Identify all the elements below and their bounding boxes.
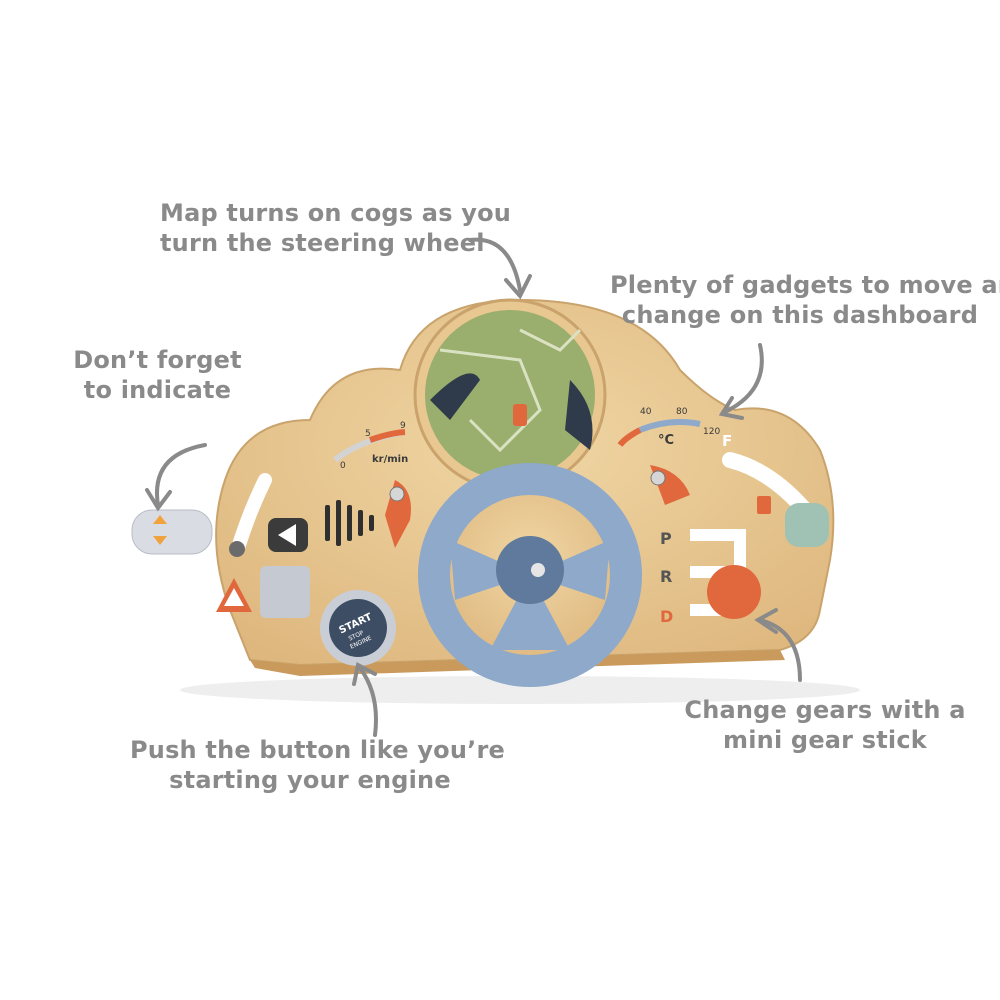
callout-gadgets: Plenty of gadgets to move and change on … — [610, 270, 1000, 330]
callout-indicate: Don’t forget to indicate — [70, 345, 245, 405]
lights-panel — [260, 566, 310, 618]
indicator-stalk — [131, 509, 213, 555]
callout-start-line2: starting your engine — [169, 766, 451, 794]
callout-gadgets-line1: Plenty of gadgets to move and — [610, 271, 1000, 299]
speed-tick-5: 5 — [365, 429, 371, 439]
callout-indicate-line1: Don’t forget — [73, 346, 242, 374]
speed-tick-9: 9 — [400, 421, 406, 431]
arrow-gadgets — [723, 343, 764, 414]
arrow-map — [468, 237, 522, 292]
arrow-indicate — [155, 443, 207, 507]
gear-d-label: D — [660, 607, 673, 626]
fuel-full-label: F — [722, 432, 732, 450]
callout-start: Push the button like you’re starting you… — [130, 735, 505, 795]
gear-r-label: R — [660, 567, 672, 586]
callout-gears-line1: Change gears with a — [684, 696, 966, 724]
speed-units: kr/min — [372, 454, 408, 465]
callout-gears: Change gears with a mini gear stick — [680, 695, 970, 755]
speed-tick-0: 0 — [340, 461, 346, 471]
gear-knob — [707, 565, 761, 619]
callout-gears-line2: mini gear stick — [723, 726, 927, 754]
temp-tick-120: 120 — [703, 427, 720, 437]
arrow-gears — [758, 618, 802, 682]
floor-shadow — [180, 676, 860, 704]
fuel-slot — [722, 452, 813, 518]
callout-gadgets-line2: change on this dashboard — [621, 301, 979, 329]
steering-wheel — [418, 463, 642, 687]
callout-map-line1: Map turns on cogs as you — [160, 199, 512, 227]
callout-indicate-line2: to indicate — [83, 376, 232, 404]
callout-map-line2: turn the steering wheel — [160, 229, 485, 257]
gear-p-label: P — [660, 529, 672, 548]
callout-start-line1: Push the button like you’re — [130, 736, 505, 764]
fuel-knob — [785, 503, 829, 547]
temp-tick-80: 80 — [676, 407, 688, 417]
speaker-grille — [325, 500, 374, 546]
temp-tick-40: 40 — [640, 407, 652, 417]
indicator-slot — [231, 473, 272, 555]
callout-map: Map turns on cogs as you turn the steeri… — [160, 198, 512, 258]
temp-unit: °C — [658, 433, 674, 448]
arrow-start — [358, 666, 378, 737]
